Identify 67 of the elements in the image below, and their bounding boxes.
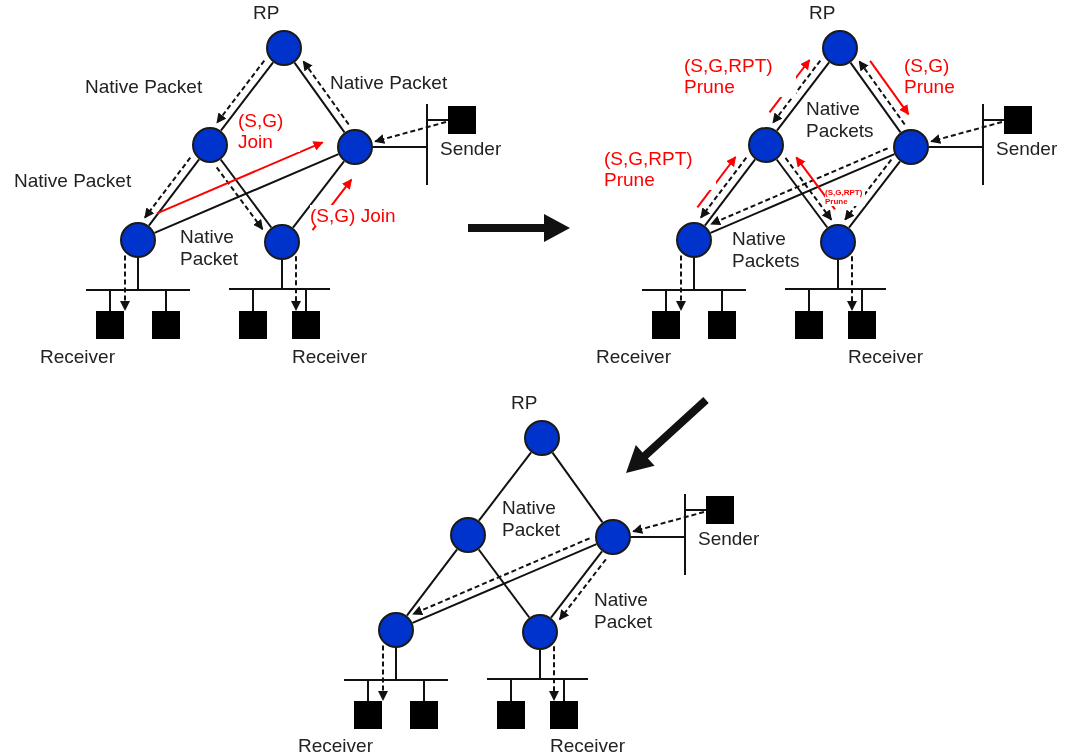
link-line (137, 257, 167, 312)
arrow (795, 156, 836, 211)
text-label: Native Packets (806, 98, 875, 142)
arrow (869, 59, 910, 116)
dashed-arrow (302, 60, 350, 126)
dashed-arrow (844, 158, 893, 221)
text-label: Receiver (848, 346, 923, 368)
dashed-arrow (710, 147, 889, 226)
text-label: Native Packet (180, 226, 240, 270)
dashed-arrow (549, 645, 559, 701)
dashed-arrow (291, 255, 301, 311)
text-label: Native Packets (732, 228, 801, 272)
dashed-arrow (847, 255, 857, 311)
link-line (405, 548, 459, 617)
dashed-arrow (143, 156, 192, 219)
text-label: Receiver (292, 346, 367, 368)
link-line (281, 259, 307, 312)
dashed-arrow (412, 537, 591, 616)
link-line (551, 451, 604, 524)
dashed-arrow (858, 60, 906, 126)
node-label: Sender (698, 528, 760, 550)
dashed-arrow (676, 254, 686, 311)
arrow (696, 156, 737, 209)
link-line (693, 257, 723, 312)
arrow (156, 141, 324, 215)
node-label: Sender (440, 138, 502, 160)
link-line (477, 548, 531, 619)
link-line (147, 158, 201, 227)
link-line (219, 158, 273, 229)
text-label: Native Packet (330, 72, 448, 94)
dashed-arrow (699, 156, 748, 219)
node-label: RP (511, 392, 538, 414)
dashed-arrow (378, 644, 388, 701)
link-line (395, 647, 425, 702)
node-label: RP (253, 2, 280, 24)
text-label: Receiver (298, 735, 373, 755)
link-line (709, 153, 896, 234)
link-line (477, 451, 533, 522)
link-line (539, 649, 565, 702)
link-line (153, 153, 340, 234)
node-label: Sender (996, 138, 1058, 160)
dashed-arrow (215, 166, 264, 231)
link-line (849, 61, 902, 134)
link-line (293, 61, 346, 134)
link-line (703, 158, 757, 227)
dashed-arrow (772, 59, 822, 124)
text-label: Receiver (596, 346, 671, 368)
edge-label: (S,G,RPT) Prune (825, 188, 865, 206)
node-label: RP (809, 2, 836, 24)
text-label: Native Packet (502, 497, 562, 541)
link-line (411, 543, 598, 624)
link-line (219, 61, 275, 132)
link-line (292, 160, 345, 229)
link-line (775, 158, 829, 229)
link-line (848, 160, 901, 229)
text-label: Receiver (550, 735, 625, 755)
dashed-arrow (558, 558, 607, 621)
dashed-arrow (216, 59, 266, 124)
text-label: Native Packet (594, 589, 654, 633)
link-line (837, 259, 863, 312)
link-line (550, 550, 603, 619)
text-label: Native Packet (85, 76, 203, 98)
text-label: Native Packet (14, 170, 132, 192)
dashed-arrow (784, 156, 833, 221)
dashed-arrow (120, 254, 130, 311)
text-label: Receiver (40, 346, 115, 368)
link-line (775, 61, 831, 132)
